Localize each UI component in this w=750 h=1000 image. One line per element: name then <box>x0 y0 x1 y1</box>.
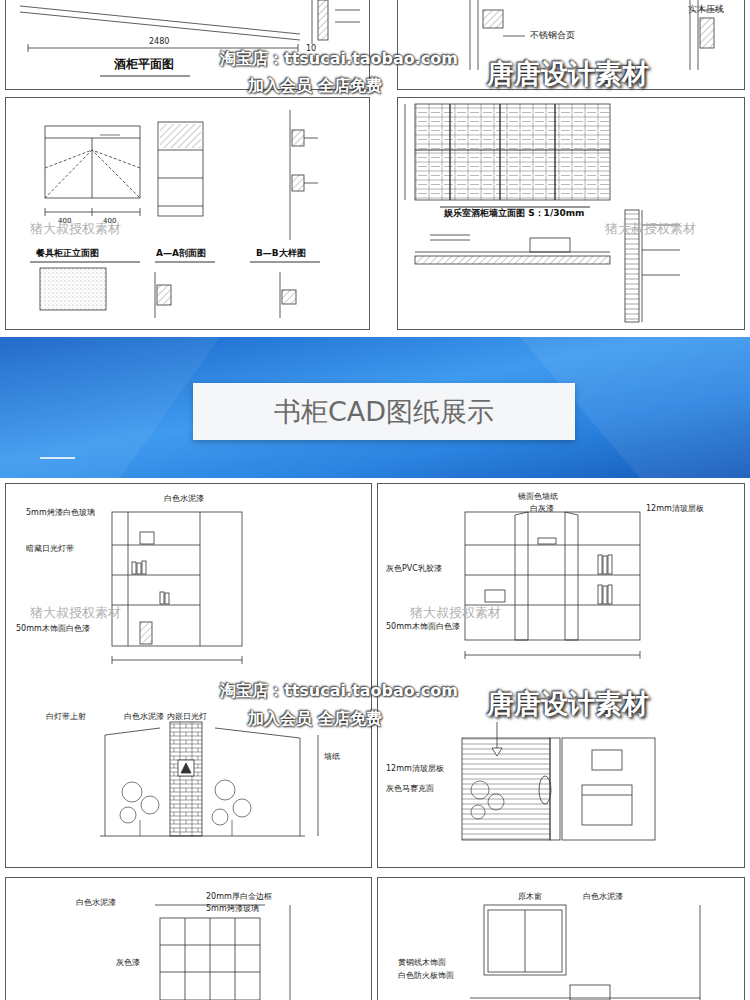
annotation-text: 白色防火板饰面 <box>398 971 454 980</box>
faint-watermark: 猪大叔授权素材 <box>605 222 696 237</box>
annotation-text: 酒柜平面图 <box>114 58 174 72</box>
drawing-panel: 娱乐室酒柜墙立面图 S：1/30mm <box>397 97 745 330</box>
watermark: 加入会员 全店免费 <box>248 710 382 728</box>
annotation-text: 5mm烤漆白色玻璃 <box>26 508 95 517</box>
annotation-text: 白色水泥漆 <box>583 892 623 901</box>
watermark: 淘宝店：ttsucai.taobao.com <box>220 50 458 68</box>
annotation-text: 白灰漆 <box>530 504 554 513</box>
drawing-panel: 餐具柜正立面图 A—A剖面图 B—B大样图 400 400 <box>5 97 370 330</box>
drawing-title: 餐具柜正立面图 <box>36 248 99 258</box>
annotation-text: 50mm木饰面白色漆 <box>386 622 460 631</box>
watermark: 唐唐设计素材 <box>487 688 649 719</box>
drawing-title: 镜面色墙纸 <box>518 492 558 501</box>
drawing-panel: 2480 酒柜平面图 10 <box>5 0 370 90</box>
annotation-text: A—A剖面图 <box>156 248 206 258</box>
annotation-text: 灰色PVC乳胶漆 <box>386 564 442 573</box>
annotation-text: 灰色马赛克面 <box>386 784 434 793</box>
annotation-text: 白灯带上射 <box>46 712 86 721</box>
annotation-text: 5mm烤漆玻璃 <box>206 904 259 913</box>
drawing-title: 白色水泥漆 <box>164 494 204 503</box>
annotation-text: 白色水泥漆 内嵌日光灯 <box>124 712 207 721</box>
annotation-text: 400 <box>103 217 116 225</box>
annotation-text: 实木压线 <box>688 4 724 14</box>
drawing-panel: 原木窗 白色水泥漆黄铜线木饰面白色防火板饰面 <box>377 877 745 1000</box>
annotation-text: 50mm木饰面白色漆 <box>16 624 90 633</box>
annotation-text: 12mm清玻层板 <box>646 504 704 513</box>
drawing-title: 不锈钢合页 <box>530 30 575 40</box>
annotation-text: 10 <box>306 44 316 53</box>
drawing-panel: 不锈钢合页 实木压线 <box>397 0 745 90</box>
drawing-title: 原木窗 <box>518 892 542 901</box>
annotation-text: B—B大样图 <box>256 248 306 258</box>
banner-box: 书柜CAD图纸展示 <box>193 383 575 440</box>
drawing-panel: 20mm厚白金边框白色水泥漆 5mm烤漆玻璃灰色漆 <box>5 877 372 1000</box>
watermark: 淘宝店：ttsucai.taobao.com <box>220 682 458 700</box>
annotation-text: 墙纸 <box>324 752 340 761</box>
drawing-title: 2480 <box>149 37 169 46</box>
drawing-panel: 镜面色墙纸白灰漆12mm清玻层板灰色PVC乳胶漆50mm木饰面白色漆12mm清玻… <box>377 483 745 868</box>
annotation-text: 400 <box>58 217 71 225</box>
annotation-text: 暗藏日光灯带 <box>26 544 74 553</box>
drawing-title: 20mm厚白金边框 <box>206 892 272 901</box>
annotation-text: 12mm清玻层板 <box>386 764 444 773</box>
faint-watermark: 猪大叔授权素材 <box>30 606 121 621</box>
watermark: 加入会员 全店免费 <box>248 77 382 95</box>
annotation-text: 白色水泥漆 <box>76 898 116 907</box>
drawing-panel: 白色水泥漆 5mm烤漆白色玻璃暗藏日光灯带 50mm木饰面白色漆白灯带上射 白色水泥漆… <box>5 483 372 868</box>
watermark: 唐唐设计素材 <box>487 58 649 89</box>
annotation-text: 灰色漆 <box>116 958 140 967</box>
faint-watermark: 猪大叔授权素材 <box>410 606 501 621</box>
banner-title: 书柜CAD图纸展示 <box>274 396 494 427</box>
drawing-title: 娱乐室酒柜墙立面图 S：1/30mm <box>444 208 584 218</box>
annotation-text: 黄铜线木饰面 <box>398 958 446 967</box>
